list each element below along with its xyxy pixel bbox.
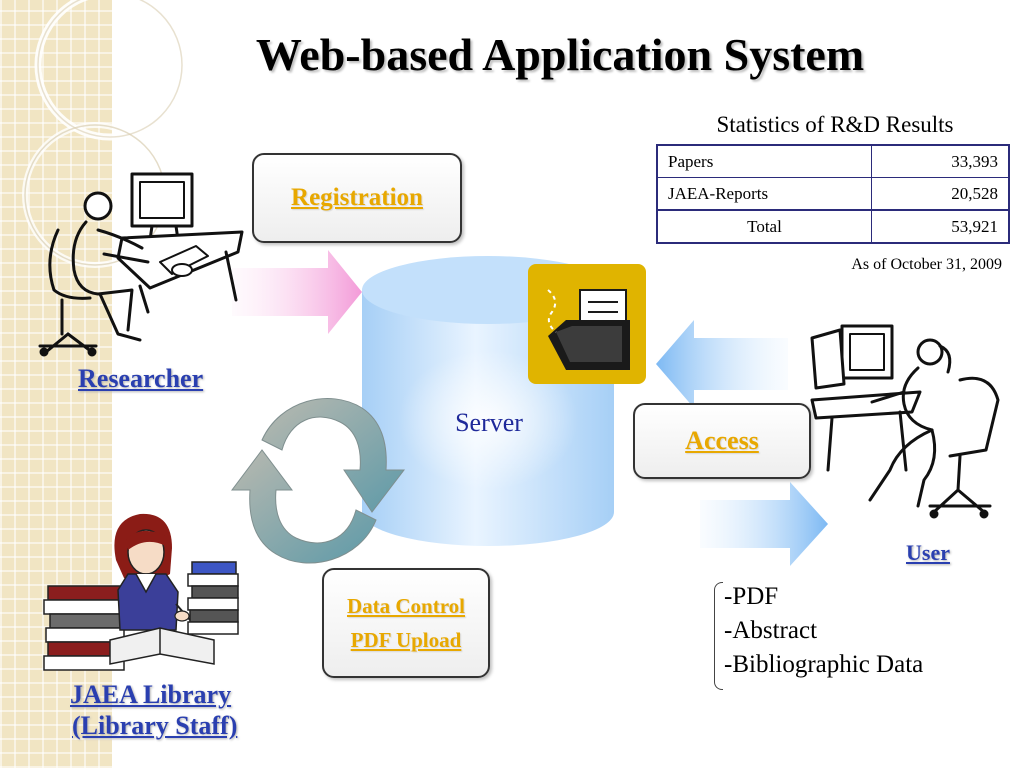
total-value: 53,921: [871, 209, 1010, 244]
librarian-with-books-icon: [43, 513, 239, 671]
as-of-date: As of October 31, 2009: [851, 256, 1002, 273]
access-link[interactable]: Access: [685, 426, 759, 455]
left-brace: [714, 582, 723, 690]
statistics-title: Statistics of R&D Results: [716, 112, 954, 137]
table-row: Papers 33,393: [656, 144, 1010, 178]
list-item: -PDF: [724, 583, 779, 610]
person-at-computer-icon: [38, 172, 244, 357]
registration-arrow: [232, 250, 362, 334]
user-label[interactable]: User: [906, 540, 950, 565]
access-response-arrow: [700, 482, 828, 566]
server-label: Server: [455, 408, 523, 437]
row-value: 20,528: [871, 177, 1010, 211]
total-label: Total: [656, 209, 872, 244]
data-control-link[interactable]: Data Control: [346, 594, 466, 618]
page-title: Web-based Application System: [255, 29, 865, 80]
row-value: 33,393: [871, 144, 1010, 178]
table-row: JAEA-Reports 20,528: [656, 177, 1010, 211]
output-list: -PDF -Abstract -Bibliographic Data: [714, 580, 1004, 692]
library-label-line2[interactable]: (Library Staff): [72, 711, 238, 740]
pdf-upload-link[interactable]: PDF Upload: [350, 628, 462, 652]
registration-box: Registration: [252, 153, 462, 243]
registration-link[interactable]: Registration: [291, 184, 423, 211]
researcher-label[interactable]: Researcher: [78, 364, 204, 393]
access-request-arrow: [656, 320, 788, 408]
access-box: Access: [633, 403, 811, 479]
total-row: Total 53,921: [656, 209, 1010, 244]
row-label: JAEA-Reports: [656, 177, 872, 211]
circular-arrows-icon: [231, 398, 406, 564]
list-item: -Abstract: [724, 617, 818, 644]
library-label-line1[interactable]: JAEA Library: [70, 680, 232, 709]
row-label: Papers: [656, 144, 872, 178]
woman-at-computer-icon: [810, 324, 1000, 519]
list-item: -Bibliographic Data: [724, 651, 924, 678]
statistics-table: Papers 33,393 JAEA-Reports 20,528 Total …: [656, 144, 1010, 244]
library-label: JAEA Library (Library Staff): [64, 680, 237, 742]
folder-with-document-icon: [528, 264, 646, 384]
data-control-box: Data Control PDF Upload: [322, 568, 490, 678]
